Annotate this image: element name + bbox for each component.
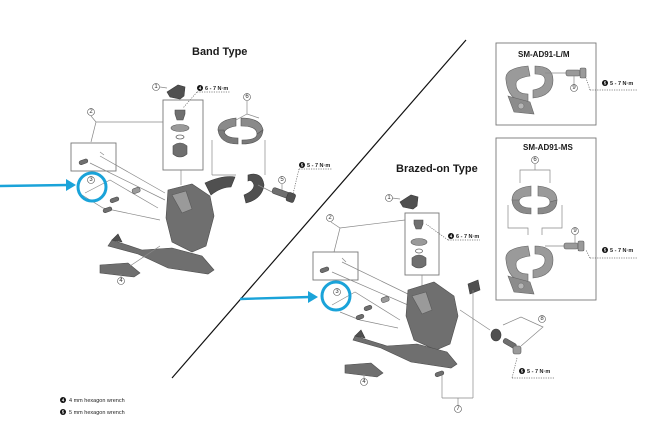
svg-text:5: 5 [604,81,607,86]
wrench-4-icon [60,397,66,403]
adapter-2-clamp: 9 [505,227,585,295]
svg-text:2: 2 [328,215,332,221]
band-part-6-bands: 6 [211,93,266,176]
brazed-highlight-circle [320,280,352,312]
brazed-hardware-stack [410,219,428,290]
svg-text:9: 9 [572,85,576,91]
legend-item-4mm: 4 4 mm hexagon wrench [60,397,125,404]
svg-text:5: 5 [280,177,284,183]
brazed-derailleur-body [352,279,481,399]
band-part-4-pad: 4 [99,245,161,285]
brazed-callout-2-bracket: 2 [326,214,406,253]
svg-text:9: 9 [573,228,577,234]
brazed-highlight-arrow [239,291,318,303]
svg-text:5 - 7 N·m: 5 - 7 N·m [610,81,633,87]
brazed-small-parts-box [312,251,359,281]
wrench-5-icon [60,409,66,415]
svg-text:3: 3 [89,177,93,183]
svg-text:6: 6 [245,94,249,100]
svg-text:4: 4 [199,86,202,91]
adapter-1-torque: 5 5 - 7 N·m [585,77,637,91]
brazed-torque-5: 5 5 - 7 N·m [511,357,555,379]
svg-text:5 - 7 N·m: 5 - 7 N·m [610,248,633,254]
section-divider [171,39,467,379]
band-torque-4: 4 6 - 7 N·m [182,85,230,109]
legend-item-5mm: 5 5 mm hexagon wrench [60,409,125,416]
svg-text:5 - 7 N·m: 5 - 7 N·m [307,163,330,169]
band-torque-5: 5 5 - 7 N·m [292,162,332,195]
brazed-part-4-pad: 4 [344,362,384,386]
adapter-2-bands: 6 [507,156,563,235]
svg-text:5: 5 [604,248,607,253]
adapter-box-2-title: SM-AD91-MS [523,143,573,152]
brazed-on-type-title: Brazed-on Type [396,163,478,175]
svg-text:1: 1 [387,195,391,201]
adapter-2-torque: 5 5 - 7 N·m [585,247,637,259]
band-hardware-stack [170,109,190,185]
band-part-1-cap: 1 [152,83,186,100]
band-type-title: Band Type [192,46,247,58]
svg-text:8: 8 [540,316,544,322]
callout-1: 1 [154,84,158,90]
adapter-box-sm-ad91-lm [495,42,597,126]
band-highlight-circle [76,171,108,203]
brazed-part-7-pin: 7 [434,370,462,413]
svg-text:6 - 7 N·m: 6 - 7 N·m [456,234,479,240]
brazed-torque-4: 4 6 - 7 N·m [425,223,480,241]
brazed-part-8-bolt: 8 [459,309,546,355]
band-derailleur-body [107,173,265,275]
svg-text:4: 4 [119,278,123,284]
svg-text:4 mm hexagon wrench: 4 mm hexagon wrench [69,398,125,404]
brazed-small-parts [319,257,411,306]
svg-text:5: 5 [62,410,65,415]
brazed-part-1-cap: 1 [385,194,419,210]
band-callout-3: 3 [81,176,161,221]
legend: 4 4 mm hexagon wrench 5 5 mm hexagon wre… [60,397,125,416]
svg-text:3: 3 [335,289,339,295]
band-small-parts [78,151,166,201]
band-part-5-bolt: 5 [257,176,296,203]
svg-text:4: 4 [362,379,366,385]
adapter-box-sm-ad91-ms [495,137,597,301]
svg-text:6 - 7 N·m: 6 - 7 N·m [205,86,228,92]
band-hardware-box [162,99,204,171]
svg-text:5 - 7 N·m: 5 - 7 N·m [527,369,550,375]
svg-text:5: 5 [521,369,524,374]
svg-text:5 mm hexagon wrench: 5 mm hexagon wrench [69,410,125,416]
adapter-1-clamp: 9 [505,65,587,115]
brazed-callout-3: 3 [331,288,401,329]
svg-text:6: 6 [533,157,537,163]
band-callout-2-bracket: 2 [87,108,163,143]
svg-text:5: 5 [301,163,304,168]
svg-text:7: 7 [456,406,460,412]
band-highlight-arrow [0,179,76,191]
svg-text:4: 4 [62,398,65,403]
band-small-parts-box [70,142,117,172]
svg-text:4: 4 [450,234,453,239]
adapter-box-1-title: SM-AD91-L/M [518,50,570,59]
svg-text:2: 2 [89,109,93,115]
